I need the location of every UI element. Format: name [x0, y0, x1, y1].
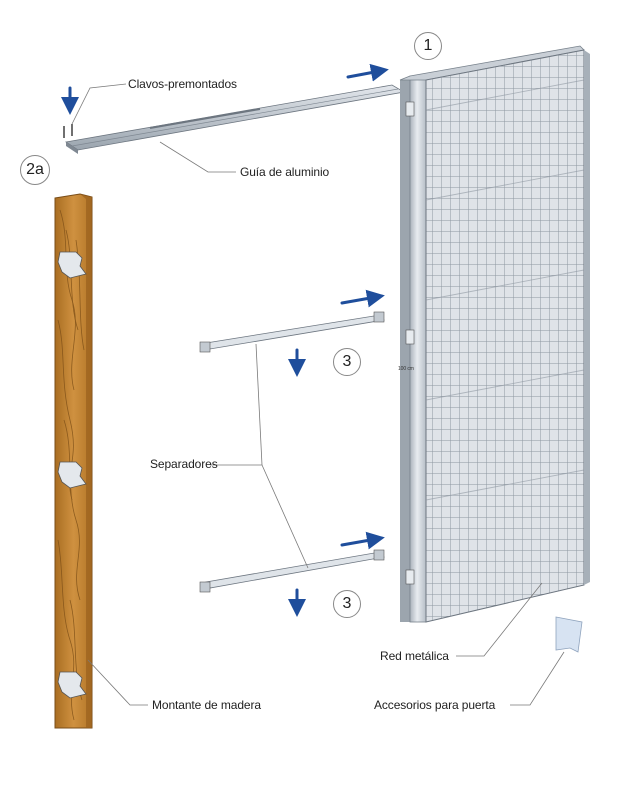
label-accesorios-puerta: Accesorios para puerta	[374, 698, 496, 712]
label-measure: 100 cm	[398, 366, 414, 372]
label-separadores: Separadores	[150, 457, 218, 471]
step-3-lower-marker: 3	[333, 590, 361, 618]
right-arrow-icon	[346, 63, 389, 82]
aluminium-guide-rail	[63, 84, 406, 154]
separator-lower	[199, 549, 385, 593]
label-clavos-premontados: Clavos-premontados	[128, 77, 237, 91]
step-1-label: 1	[423, 37, 433, 54]
premounted-nails	[63, 124, 73, 138]
label-guia-aluminio: Guía de aluminio	[240, 165, 330, 179]
metal-mesh	[425, 49, 590, 623]
metal-clip	[57, 251, 87, 699]
label-montante-madera: Montante de madera	[152, 698, 261, 712]
separator-upper	[199, 311, 385, 353]
right-arrow-icon	[340, 289, 385, 308]
step-2a-label: 2a	[26, 161, 44, 178]
direction-arrows	[61, 63, 389, 617]
step-1-marker: 1	[414, 32, 442, 60]
label-red-metalica: Red metálica	[380, 649, 449, 663]
step-3-upper-label: 3	[342, 353, 352, 370]
step-3-lower-label: 3	[342, 595, 352, 612]
door-frame	[399, 45, 590, 623]
step-3-upper-marker: 3	[333, 348, 361, 376]
right-arrow-icon	[340, 531, 385, 550]
accessories-bag	[555, 616, 583, 653]
wooden-post	[54, 193, 93, 729]
step-2a-marker: 2a	[20, 155, 50, 185]
leader-lines	[71, 83, 565, 706]
